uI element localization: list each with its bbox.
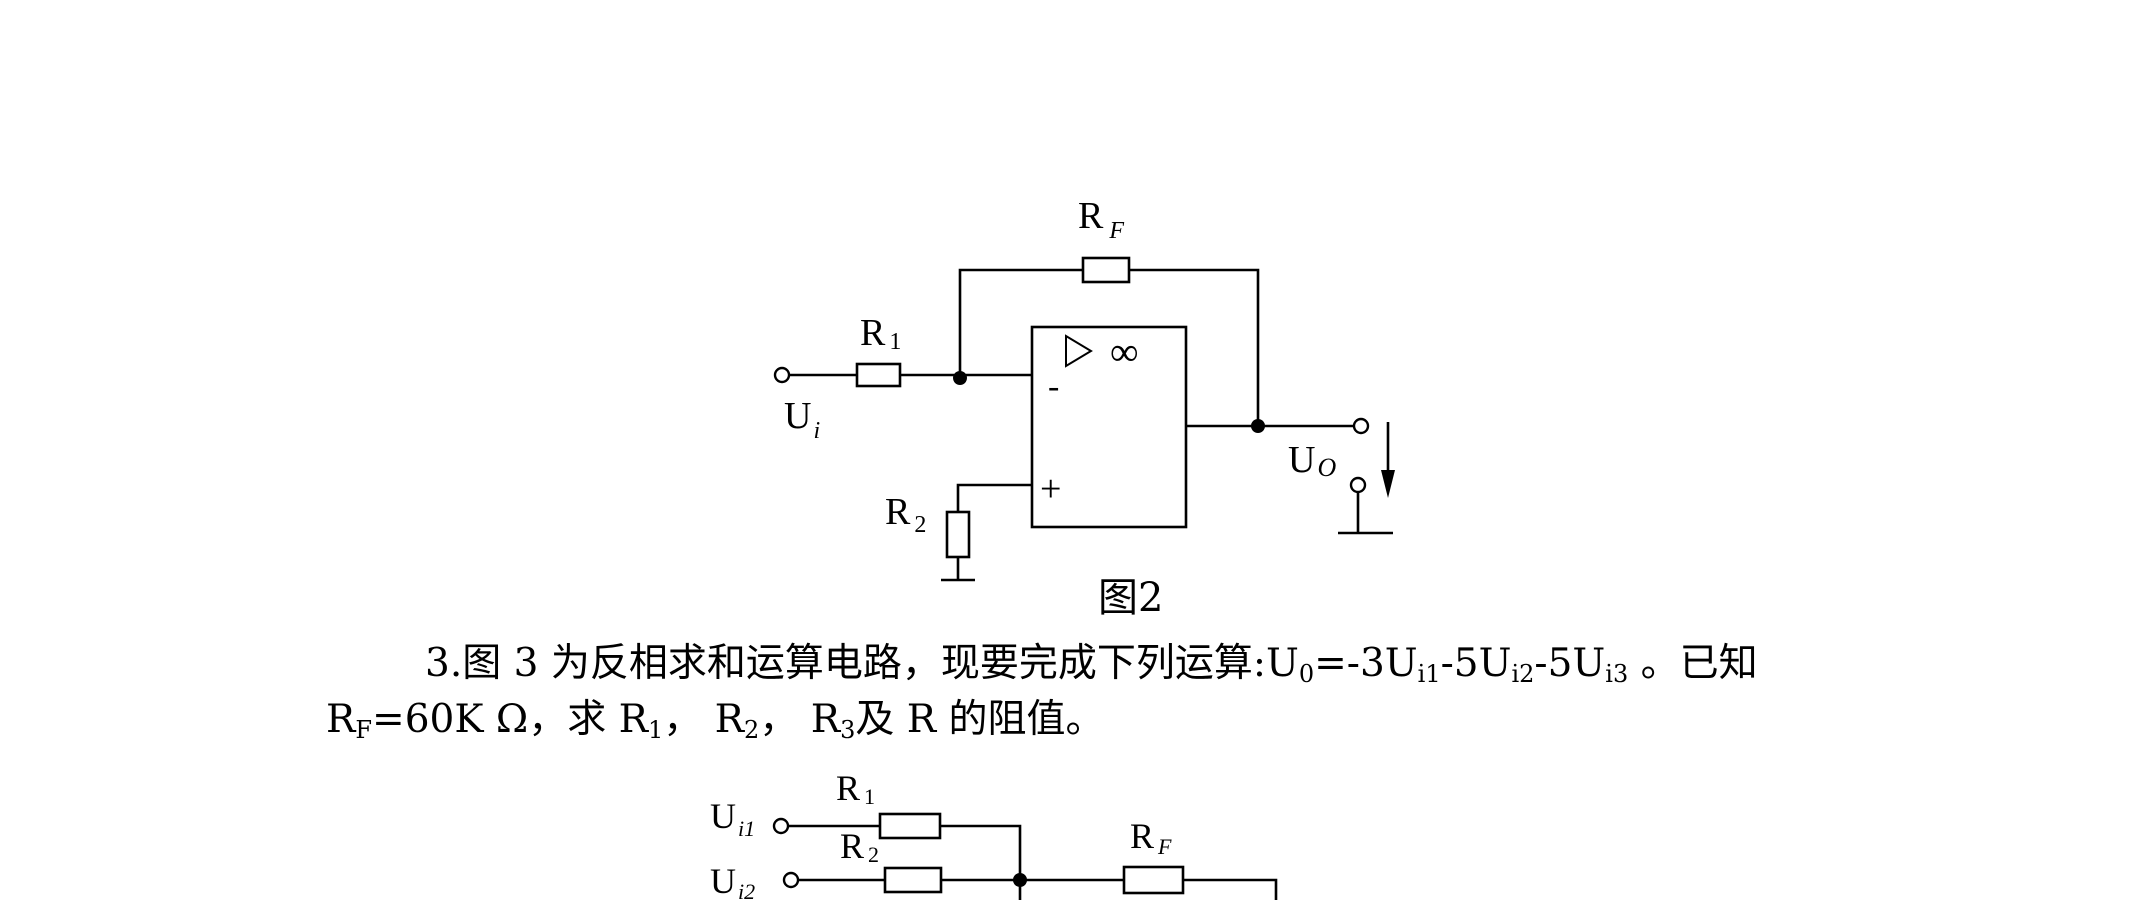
junction-output [1251,419,1265,433]
terminal-uo-top [1352,417,1370,435]
resistor-r2 [945,510,971,559]
label-plus: + [1040,468,1061,510]
label-minus: - [1048,368,1059,405]
resistor-r2-fig3 [883,866,943,894]
label-ui1: Ui1 [710,796,755,841]
resistor-r1 [855,362,902,388]
label-ui2: Ui2 [710,861,755,900]
output-arrowhead [1381,470,1395,498]
feedback-wire [958,268,1260,426]
resistor-r1-fig3 [878,812,942,840]
problem-3-line-1: 3.图 3 为反相求和运算电路，现要完成下列运算:U0=-3Ui1-5Ui2-5… [425,641,1758,688]
junction-fig3 [1013,873,1027,887]
label-infinity: ∞ [1110,329,1139,374]
resistor-rf-fig3 [1122,865,1185,895]
resistor-rf [1081,256,1131,284]
ui2-wire [798,878,1278,900]
op-amp-triangle [1065,334,1093,368]
terminal-uo-bottom [1349,476,1367,494]
problem-3-line-2: RF=60K Ω，求 R1， R2， R3及 R 的阻值。 [326,697,1105,744]
op-amp [1030,325,1188,529]
label-uo: UO [1288,439,1336,482]
label-ui: Ui [784,395,820,444]
terminal-ui2 [782,871,800,889]
ui1-wire [788,824,1022,880]
junction-inverting [953,371,967,385]
r2-wire [941,483,1032,582]
figure-2-caption: 图2 [1098,575,1164,621]
ground-wire [1338,492,1393,535]
terminal-ui1 [772,817,790,835]
terminal-ui [773,366,791,384]
